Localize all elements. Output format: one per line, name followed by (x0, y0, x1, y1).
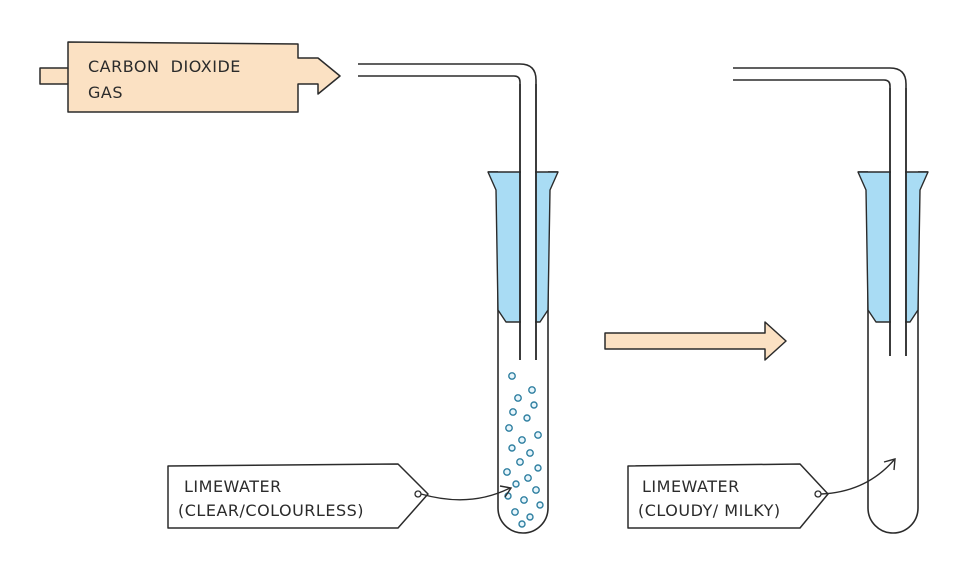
gas-arrow-shape (39, 41, 341, 113)
label-tag-after: LIMEWATER (CLOUDY/ MILKY) (627, 458, 896, 529)
bubble (514, 394, 522, 402)
delivery-tube-inner (733, 79, 891, 356)
bubble (534, 464, 542, 472)
bubble (505, 424, 513, 432)
gas-label-line1: CARBON DIOXIDE (88, 57, 241, 76)
bubble (536, 501, 544, 509)
bubble (512, 480, 520, 488)
tag-hole (414, 490, 422, 498)
label-after-line1: LIMEWATER (642, 477, 740, 496)
bubble (528, 386, 536, 394)
gas-inlet-arrow: CARBON DIOXIDE GAS (39, 41, 341, 113)
delivery-tube-inner (358, 75, 521, 360)
bubble (526, 513, 534, 521)
delivery-tube-outer (733, 67, 907, 356)
bubble (509, 408, 517, 416)
label-before-line1: LIMEWATER (184, 477, 282, 496)
process-arrow (604, 321, 787, 361)
bubble (520, 496, 528, 504)
bubble (511, 508, 519, 516)
delivery-tube-bore (891, 88, 905, 356)
bubble (532, 486, 540, 494)
pointer-arrowhead (883, 458, 896, 471)
bubble (518, 520, 526, 528)
gas-label-line2: GAS (88, 83, 123, 102)
bubble (526, 449, 534, 457)
test-tube-outline (867, 172, 919, 534)
pointer-arrow (820, 459, 895, 495)
test-tube-after (733, 67, 929, 534)
bubble (508, 372, 516, 380)
bubble (530, 401, 538, 409)
label-tag-before: LIMEWATER (CLEAR/COLOURLESS) (167, 463, 513, 529)
bubble (503, 468, 511, 476)
bubble (518, 436, 526, 444)
label-after-line2: (CLOUDY/ MILKY) (638, 501, 781, 520)
gas-bubbles (503, 372, 544, 528)
pointer-arrow (420, 487, 511, 501)
bubble (524, 474, 532, 482)
bubble (534, 431, 542, 439)
pointer-arrowhead (499, 485, 513, 498)
test-tube-before (358, 63, 559, 534)
tag-shape (627, 463, 829, 529)
delivery-tube-bore (521, 84, 535, 360)
bubble (508, 444, 516, 452)
delivery-tube-outer (358, 63, 537, 360)
bubble (516, 458, 524, 466)
test-tube-outline (497, 172, 549, 534)
tag-hole (814, 490, 822, 498)
bubble (523, 414, 531, 422)
label-before-line2: (CLEAR/COLOURLESS) (178, 501, 364, 520)
tag-shape (167, 463, 429, 529)
